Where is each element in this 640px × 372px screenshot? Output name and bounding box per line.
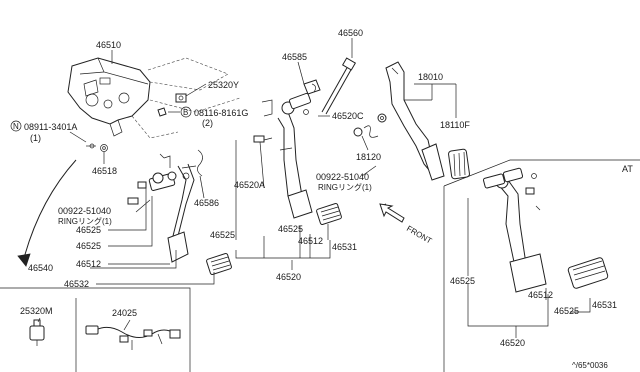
brake-pedal-pad xyxy=(316,203,342,225)
label-18120: 18120 xyxy=(356,152,381,162)
label-46518: 46518 xyxy=(92,166,117,176)
label-08116-qty: (2) xyxy=(202,118,213,128)
label-at-46520: 46520 xyxy=(500,338,525,348)
accelerator-pad xyxy=(448,148,470,180)
label-46560: 46560 xyxy=(338,28,363,38)
circle-marker-b: B xyxy=(180,106,192,118)
label-46586: 46586 xyxy=(194,198,219,208)
circle-marker-n: N xyxy=(10,120,22,132)
label-46540: 46540 xyxy=(28,263,53,273)
label-46531: 46531 xyxy=(332,242,357,252)
leader-lines xyxy=(37,38,591,338)
svg-text:N: N xyxy=(13,122,19,131)
label-46525-left-1: 46525 xyxy=(76,225,101,235)
label-at-46512: 46512 xyxy=(528,290,553,300)
label-at-46531: 46531 xyxy=(592,300,617,310)
label-46520a: 46520A xyxy=(234,180,265,190)
at-section: AT xyxy=(443,159,640,372)
label-46520-center: 46520 xyxy=(276,272,301,282)
front-arrow: FRONT xyxy=(379,203,433,246)
at-label: AT xyxy=(622,164,633,174)
brake-pedal xyxy=(253,79,321,219)
bracket-hardware xyxy=(86,93,187,152)
label-at-46525-left: 46525 xyxy=(450,276,475,286)
svg-text:B: B xyxy=(183,108,188,117)
label-46585: 46585 xyxy=(282,52,307,62)
label-46512-center: 46512 xyxy=(298,236,323,246)
clutch-pedal xyxy=(127,149,203,263)
label-46525-center-1: 46525 xyxy=(210,230,235,240)
label-46520c: 46520C xyxy=(332,111,364,121)
label-08911-qty: (1) xyxy=(30,133,41,143)
label-08116: 08116-8161G xyxy=(194,108,248,118)
label-00922-left-ring: RINGリング(1) xyxy=(58,216,112,226)
label-18010: 18010 xyxy=(418,72,443,82)
label-at-46525-right: 46525 xyxy=(554,306,579,316)
label-25320m: 25320M xyxy=(20,306,53,316)
label-00922-left: 00922-51040 xyxy=(58,206,111,216)
clutch-pedal-pad xyxy=(206,253,232,275)
direction-arrow xyxy=(17,159,77,267)
diagram-code: ^/65*0036 xyxy=(572,361,608,370)
label-46510: 46510 xyxy=(96,40,121,50)
label-18110f: 18110F xyxy=(440,120,470,130)
front-label: FRONT xyxy=(405,224,433,246)
accelerator-pedal xyxy=(353,61,445,181)
label-24025: 24025 xyxy=(112,308,137,318)
pedal-bracket xyxy=(67,57,151,137)
label-00922-right-ring: RINGリング(1) xyxy=(318,182,372,192)
label-46532: 46532 xyxy=(64,279,89,289)
pivot-shaft xyxy=(321,57,357,115)
label-25320y: 25320Y xyxy=(208,80,239,90)
label-00922-right: 00922-51040 xyxy=(316,172,369,182)
label-08911: 08911-3401A xyxy=(24,122,77,132)
label-46525-center-2: 46525 xyxy=(278,224,303,234)
label-46512-left: 46512 xyxy=(76,259,101,269)
label-46525-left-2: 46525 xyxy=(76,241,101,251)
bottom-panels xyxy=(0,287,191,372)
